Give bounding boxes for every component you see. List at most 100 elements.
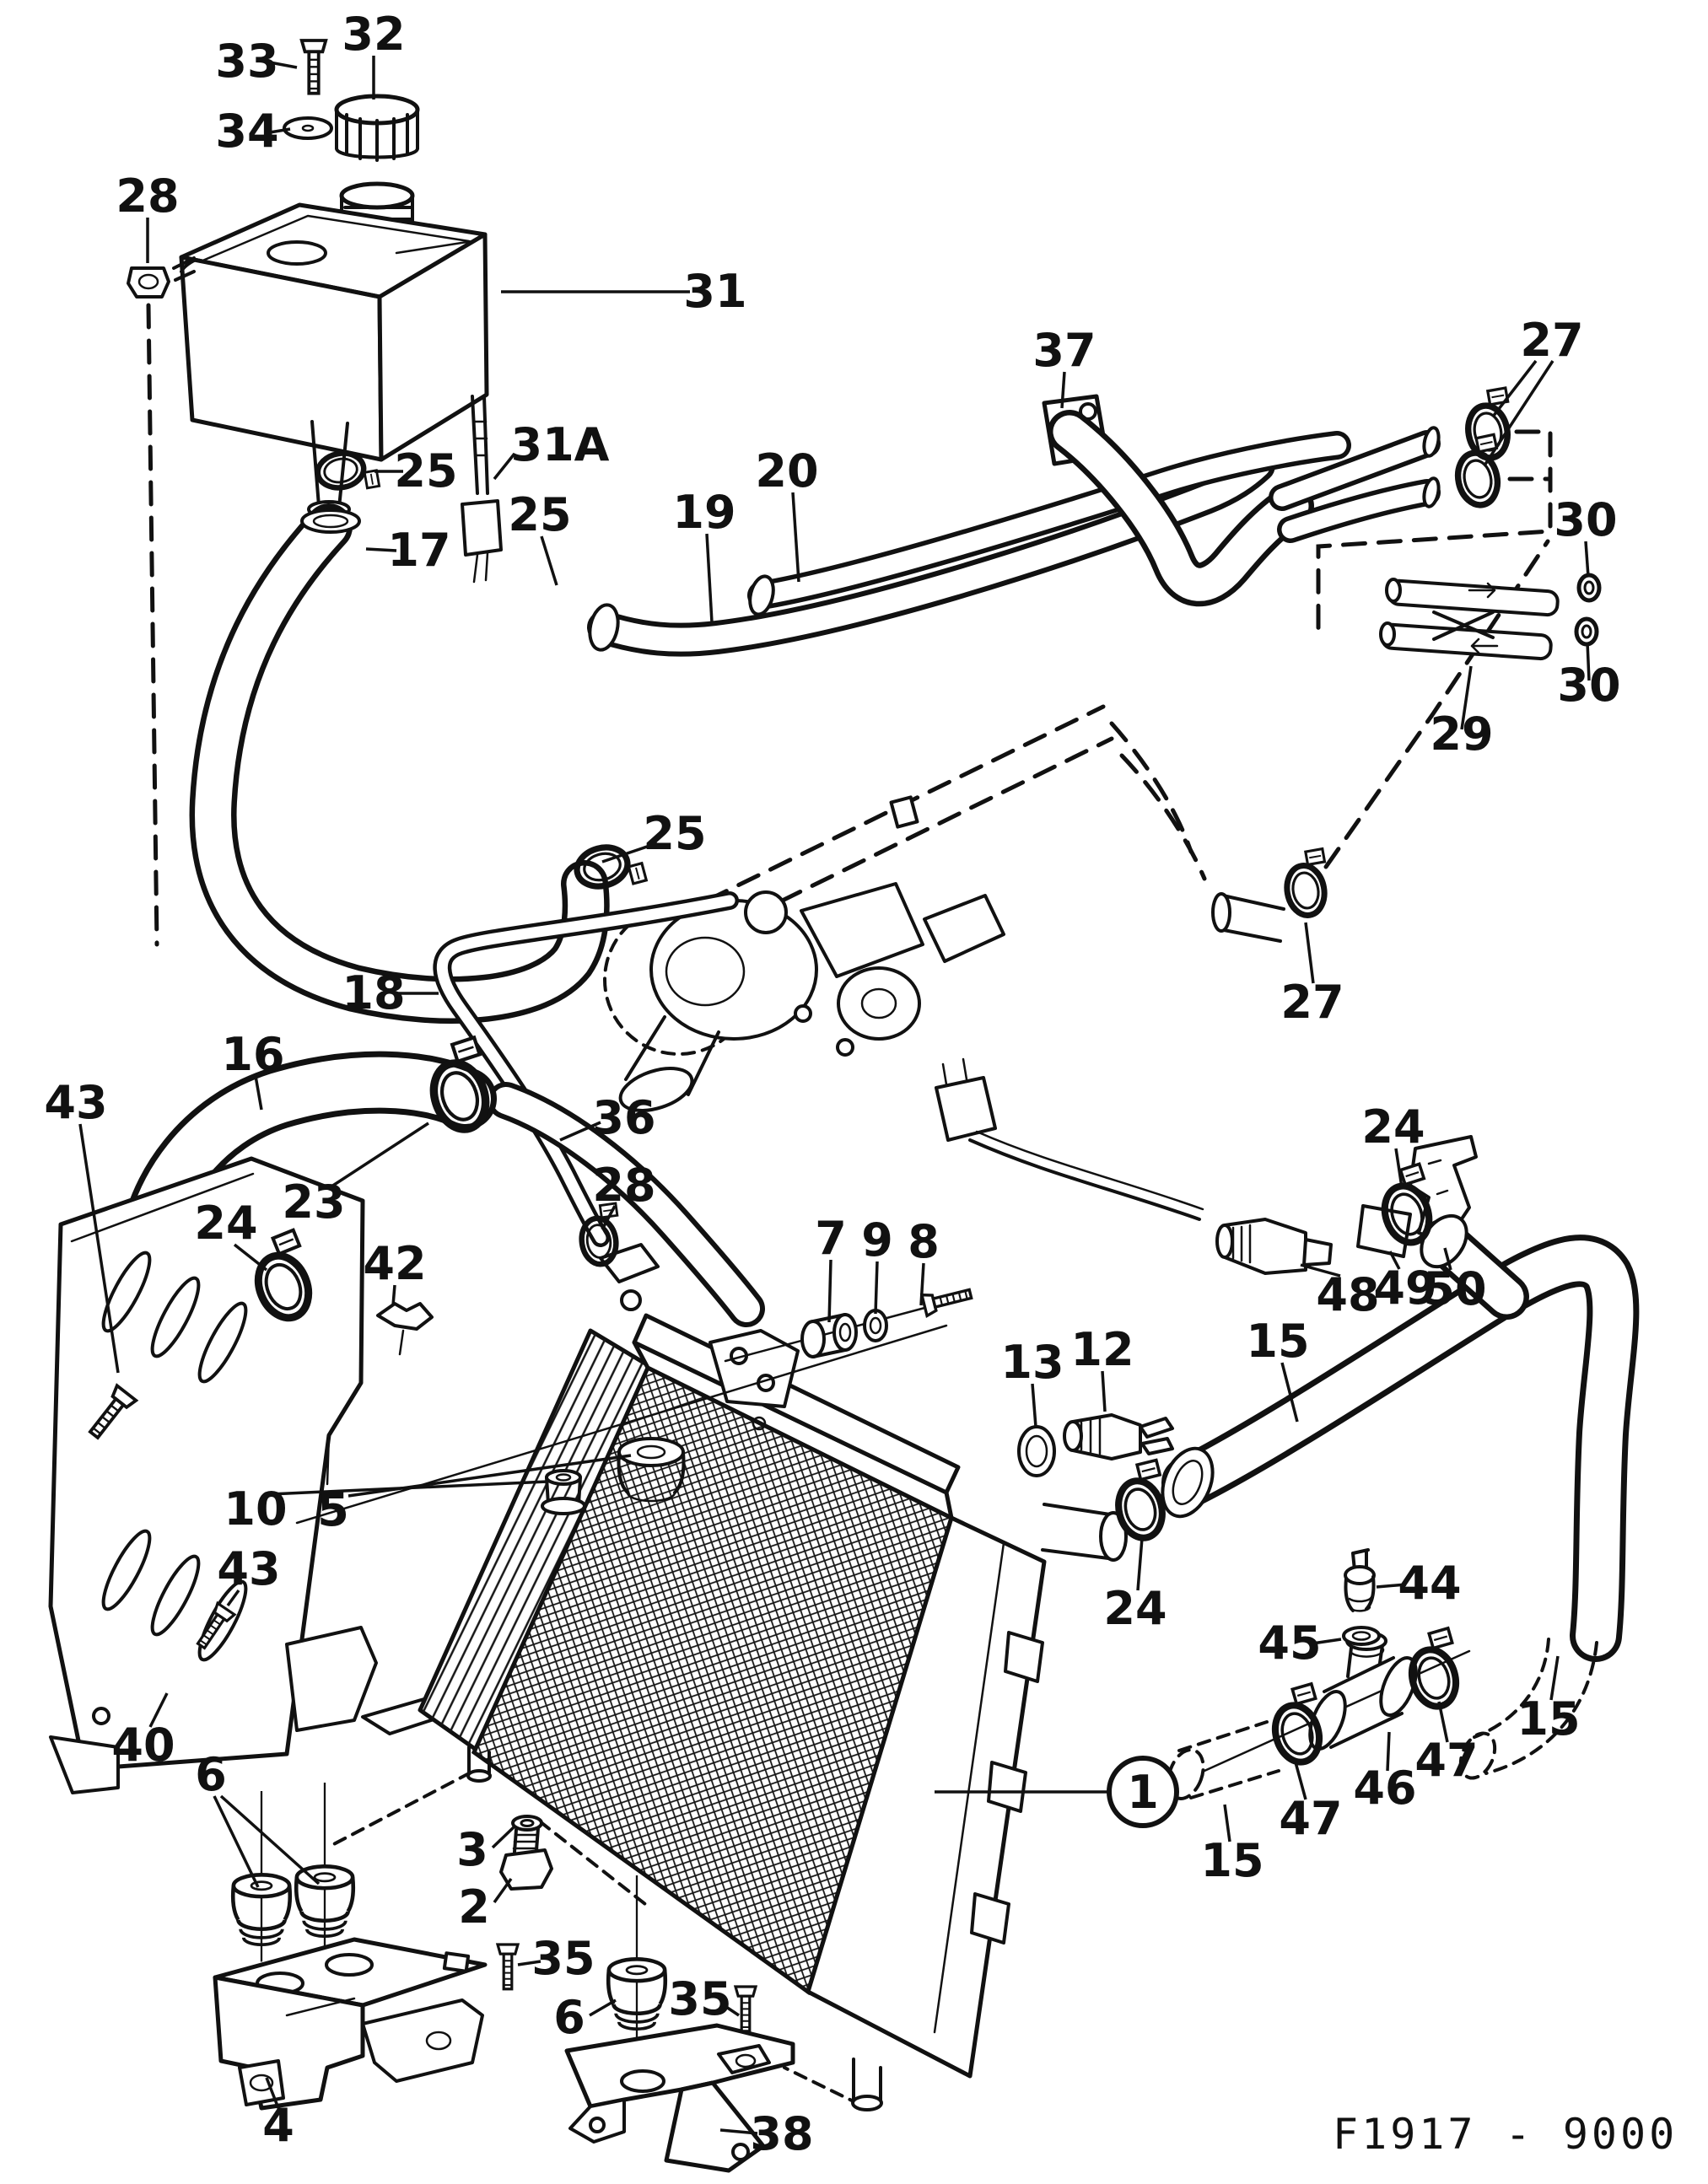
pipe-36: [488, 1082, 765, 1327]
callout-32: 32: [342, 8, 405, 61]
tank-body: [179, 202, 489, 462]
callout-48: 48: [1316, 1268, 1379, 1321]
leader-line-24: [1394, 1148, 1404, 1188]
radiator-drain-stub: [466, 1746, 492, 1783]
connector-49: [1356, 1204, 1412, 1258]
callout-47: 47: [1414, 1734, 1478, 1787]
leader-line-45: [1312, 1638, 1342, 1645]
leader-line-37: [1060, 371, 1066, 409]
leader-line-46: [1386, 1731, 1391, 1772]
mounting-parts: [83, 1203, 975, 1654]
fan-switch-12: [1063, 1413, 1174, 1460]
callout-28: 28: [592, 1159, 655, 1212]
leader-line-19: [705, 533, 714, 623]
leader-line-23: [328, 1122, 429, 1190]
callout-27: 27: [1280, 976, 1344, 1029]
callout-24: 24: [1361, 1100, 1425, 1154]
leader-line-25: [601, 842, 658, 863]
leader-line-27: [1491, 359, 1538, 418]
radiator-outlet-upper: [1041, 1503, 1128, 1562]
callout-6: 6: [195, 1748, 227, 1801]
leader-line-6: [213, 1795, 260, 1888]
hose-15-upper-stub: [1420, 1213, 1529, 1320]
leader-line-49: [1388, 1251, 1401, 1270]
mount-6-c: [608, 1875, 665, 2046]
callout-20: 20: [755, 444, 818, 498]
washer-3: [511, 1815, 543, 1832]
leader-line-27: [1304, 922, 1315, 984]
leader-line-17: [365, 547, 397, 552]
drain-plug-2: [499, 1826, 553, 1891]
callout-46: 46: [1353, 1762, 1416, 1815]
bolt-8: [920, 1282, 975, 1318]
leader-line-4: [265, 2077, 280, 2109]
leader-line-36: [559, 1121, 601, 1142]
leader-line-42: [391, 1284, 396, 1306]
hose-19: [587, 449, 1275, 657]
leader-line-29: [1460, 665, 1473, 730]
callout-40: 40: [111, 1719, 175, 1772]
bolt-35-left: [496, 1943, 520, 1991]
callout-5: 5: [317, 1483, 349, 1536]
callout-37: 37: [1032, 324, 1096, 377]
callout-38: 38: [750, 2107, 813, 2160]
callout-34: 34: [215, 105, 278, 158]
level-sensor-31A: [461, 395, 503, 584]
temp-sensor-48: [1215, 1218, 1333, 1275]
leader-line-7: [827, 1259, 832, 1323]
leader-line-15: [1223, 1804, 1231, 1842]
callout-30: 30: [1557, 659, 1620, 712]
sensor-48-assembly: [935, 1057, 1478, 1275]
callout-28: 28: [116, 169, 179, 223]
pipe-18: [433, 891, 739, 1247]
callout-31A: 31A: [511, 418, 610, 471]
callout-23: 23: [282, 1175, 345, 1229]
gasket-13: [1017, 1425, 1056, 1477]
leader-line-24: [233, 1243, 268, 1272]
callout-25: 25: [508, 488, 571, 541]
leader-line-35: [517, 1960, 541, 1966]
callout-17: 17: [387, 524, 450, 577]
bracket-4: [213, 1937, 488, 2111]
hose-15: [1161, 849, 1640, 1780]
o-ring-30-upper: [1579, 575, 1599, 600]
callout-24: 24: [1103, 1582, 1167, 1635]
callout-4: 4: [262, 2099, 294, 2152]
clamp-27-hidden: [1281, 849, 1334, 918]
pipe-20: [747, 431, 1351, 616]
callout-1: 1: [1127, 1766, 1159, 1819]
callout-50: 50: [1423, 1262, 1486, 1315]
radiator-1: [418, 1243, 1128, 2111]
callout-24: 24: [194, 1197, 257, 1250]
bolt-35-right: [734, 1985, 757, 2033]
leader-line-13: [1031, 1383, 1037, 1428]
leader-line-48: [1300, 1263, 1341, 1278]
leader-line-8: [919, 1262, 925, 1306]
washer-9: [863, 1309, 888, 1342]
callout-42: 42: [363, 1237, 426, 1290]
callout-12: 12: [1070, 1323, 1134, 1376]
footer-code: F1917 - 9000: [1333, 2110, 1678, 2159]
leader-line-35: [720, 2002, 740, 2017]
leader-line-9: [874, 1261, 879, 1315]
radiator-outlet-lower: [851, 2058, 883, 2111]
bottom-mounts: [213, 1783, 795, 2173]
callout-2: 2: [458, 1880, 490, 1934]
leader-line-5: [348, 1454, 632, 1498]
callout-7: 7: [815, 1212, 847, 1265]
callout-18: 18: [342, 966, 405, 1019]
callout-31: 31: [683, 265, 746, 318]
clamp-47-right: [1401, 1628, 1468, 1712]
quick-connectors-29: [1379, 575, 1599, 661]
leader-line-24: [1136, 1537, 1144, 1591]
fan-shroud-40: [48, 1156, 464, 1794]
leader-line-47: [1294, 1762, 1307, 1800]
heater-pipes: [587, 388, 1517, 657]
callout-47: 47: [1279, 1792, 1342, 1845]
pipe-37: [1042, 394, 1441, 607]
callout-circle-1: [1107, 1756, 1179, 1828]
expansion-tank-31: [127, 39, 503, 584]
callout-9: 9: [861, 1213, 893, 1267]
callout-35: 35: [531, 1932, 595, 1985]
